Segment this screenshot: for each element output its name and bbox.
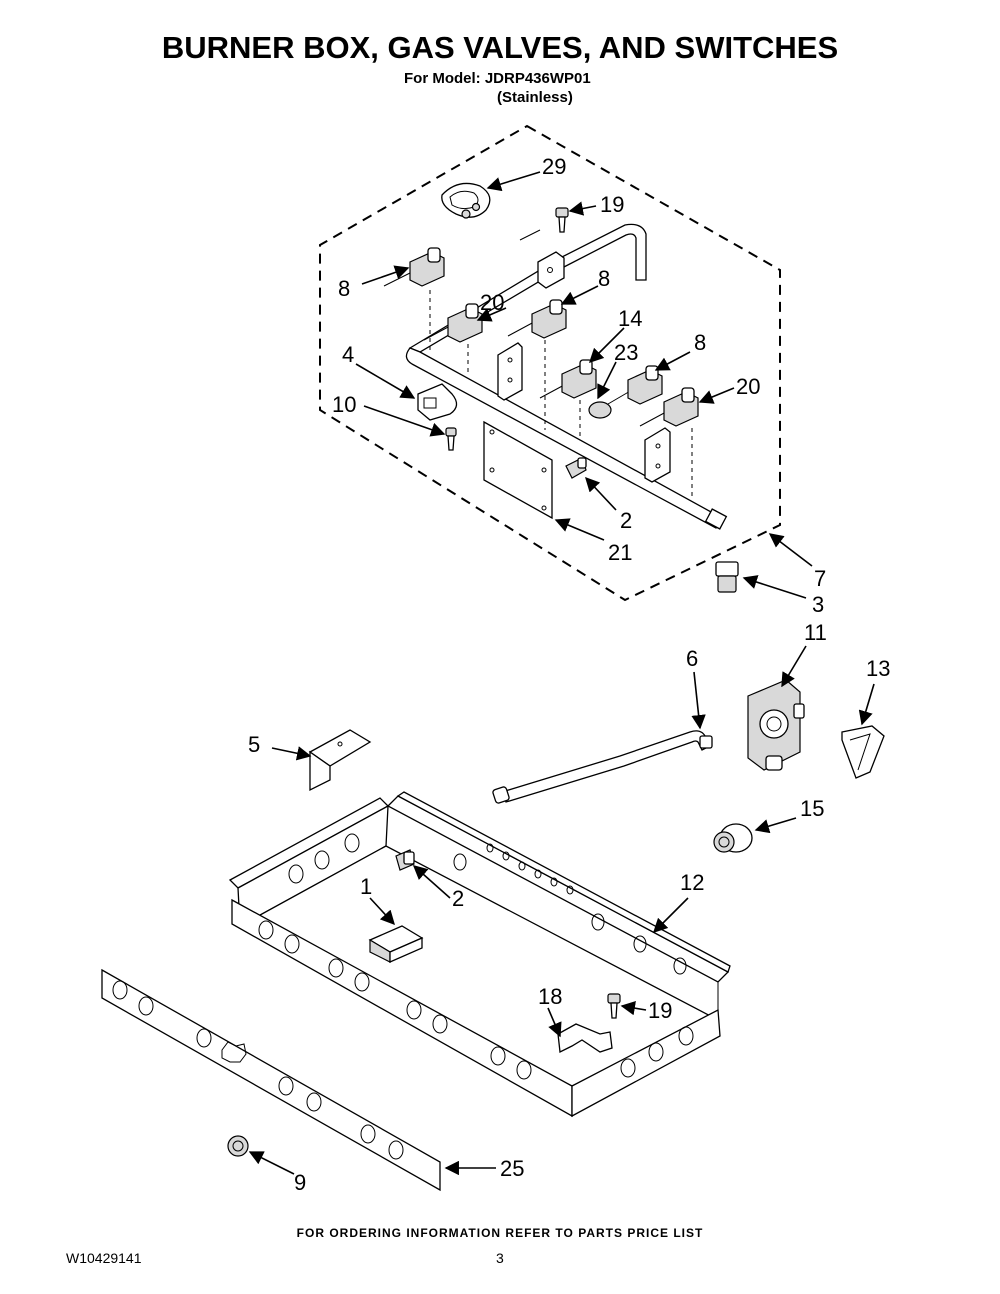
finish-label: (Stainless) bbox=[497, 89, 573, 106]
regulator-part-11 bbox=[747, 679, 805, 771]
gas-valve-part-8-center bbox=[507, 299, 567, 339]
burner-box-part-12 bbox=[228, 791, 731, 1118]
fitting-part-15 bbox=[713, 823, 753, 853]
callout-14: 14 bbox=[618, 306, 642, 331]
callout-29: 29 bbox=[542, 154, 566, 179]
callout-20-right: 20 bbox=[736, 374, 760, 399]
gas-valve-part-20-left bbox=[423, 303, 483, 343]
fitting-part-3 bbox=[715, 561, 739, 593]
screw-part-10 bbox=[445, 427, 457, 451]
callout-1: 1 bbox=[360, 874, 372, 899]
gas-tube-part-6 bbox=[492, 730, 713, 804]
callout-8-left: 8 bbox=[338, 276, 350, 301]
callout-5: 5 bbox=[248, 732, 260, 757]
callout-2-lower: 2 bbox=[452, 886, 464, 911]
orifice-part-2-upper bbox=[565, 457, 587, 479]
callout-4: 4 bbox=[342, 342, 354, 367]
screw-part-19-lower bbox=[607, 993, 621, 1019]
ordering-note: FOR ORDERING INFORMATION REFER TO PARTS … bbox=[296, 1226, 704, 1240]
bracket-part-13 bbox=[841, 725, 885, 779]
manifold-bracket-right bbox=[644, 427, 671, 483]
manifold-bracket-top bbox=[537, 251, 565, 289]
bracket-part-18 bbox=[557, 1023, 613, 1053]
callout-6: 6 bbox=[686, 646, 698, 671]
callout-15: 15 bbox=[800, 796, 824, 821]
callout-21: 21 bbox=[608, 540, 632, 565]
gas-valve-part-20-right bbox=[639, 387, 699, 427]
callout-23: 23 bbox=[614, 340, 638, 365]
callout-9: 9 bbox=[294, 1170, 306, 1195]
insert-part-9 bbox=[227, 1135, 249, 1157]
disc-part-23 bbox=[588, 401, 612, 419]
switch-part-1 bbox=[368, 925, 424, 963]
gasket-part-29 bbox=[441, 182, 491, 219]
callout-8-right: 8 bbox=[694, 330, 706, 355]
callout-7: 7 bbox=[814, 566, 826, 591]
callout-10: 10 bbox=[332, 392, 356, 417]
callout-2-upper: 2 bbox=[620, 508, 632, 533]
orifice-part-2-lower bbox=[395, 849, 415, 871]
callout-25: 25 bbox=[500, 1156, 524, 1181]
gas-valve-part-14 bbox=[539, 359, 597, 399]
page-number: 3 bbox=[496, 1250, 504, 1266]
gas-valve-part-8-right bbox=[607, 365, 663, 405]
page-title: BURNER BOX, GAS VALVES, AND SWITCHES bbox=[161, 30, 839, 65]
bracket-part-5 bbox=[308, 729, 372, 792]
callout-3: 3 bbox=[812, 592, 824, 617]
callout-20-left: 20 bbox=[480, 290, 504, 315]
manifold-bracket-middle bbox=[497, 342, 523, 401]
callout-13: 13 bbox=[866, 656, 890, 681]
manifold-assembly-boundary bbox=[319, 124, 781, 602]
model-line: For Model: JDRP436WP01 bbox=[404, 70, 591, 87]
callout-12: 12 bbox=[680, 870, 704, 895]
document-number: W10429141 bbox=[66, 1250, 142, 1266]
callout-8-center: 8 bbox=[598, 266, 610, 291]
gas-valve-part-8-left bbox=[383, 247, 445, 287]
callout-19-top: 19 bbox=[600, 192, 624, 217]
callout-18: 18 bbox=[538, 984, 562, 1009]
leader-arrows bbox=[248, 171, 875, 1176]
plate-part-21 bbox=[483, 420, 553, 520]
bracket-part-4 bbox=[417, 383, 458, 421]
front-panel-part-25 bbox=[101, 968, 441, 1192]
callout-11: 11 bbox=[804, 620, 827, 645]
screw-part-19-top bbox=[555, 207, 569, 233]
callout-19-lower: 19 bbox=[648, 998, 672, 1023]
